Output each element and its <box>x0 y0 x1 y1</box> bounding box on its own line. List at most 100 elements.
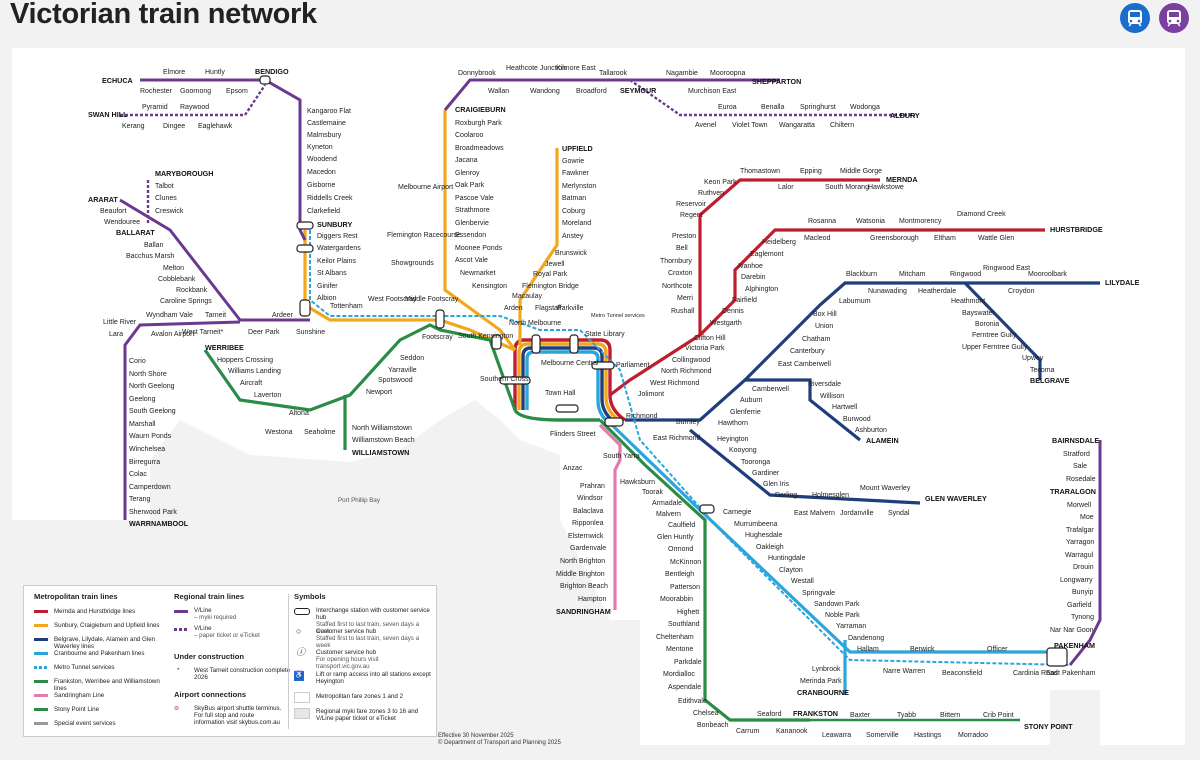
station-stratford: Stratford <box>1063 451 1090 458</box>
station-colac: Colac <box>129 471 147 478</box>
station-gowrie: Gowrie <box>562 158 584 165</box>
station-chelsea: Chelsea <box>693 710 719 717</box>
station-tooronga: Tooronga <box>741 459 770 466</box>
station-oakleigh: Oakleigh <box>756 544 784 551</box>
legend-metro-item: Cranbourne and Pakenham lines <box>54 650 145 657</box>
station-hawkstowe: Hawkstowe <box>868 184 904 191</box>
accessibility-icon: ♿ <box>294 671 304 681</box>
legend-vline: V/Line– myki required <box>194 607 237 621</box>
station-winchelsea: Winchelsea <box>129 446 165 453</box>
station-toorak: Toorak <box>642 489 664 496</box>
station-ascot-vale: Ascot Vale <box>455 257 488 264</box>
station-alamein: ALAMEIN <box>866 436 899 445</box>
station-pakenham: PAKENHAM <box>1054 641 1095 650</box>
station-ivanhoe: Ivanhoe <box>738 263 763 270</box>
legend: Metropolitan train lines Mernda and Hurs… <box>23 585 437 737</box>
station-broadford: Broadford <box>576 88 607 95</box>
station-rosedale: Rosedale <box>1066 476 1096 483</box>
station-little-river: Little River <box>103 319 137 326</box>
legend-regional-heading: Regional train lines <box>174 592 245 601</box>
station-burwood: Burwood <box>843 416 871 423</box>
station-mernda: MERNDA <box>886 175 918 184</box>
station-glen-waverley: GLEN WAVERLEY <box>925 494 987 503</box>
station-highett: Highett <box>677 609 699 616</box>
vline-gippsland <box>1068 440 1102 666</box>
station-clunes: Clunes <box>155 195 177 202</box>
station-wangaratta: Wangaratta <box>779 122 815 129</box>
station-kananook: Kananook <box>776 728 808 735</box>
station-malmsbury: Malmsbury <box>307 132 342 139</box>
station-parkdale: Parkdale <box>674 659 702 666</box>
station-essendon: Essendon <box>455 232 486 239</box>
station-macleod: Macleod <box>804 235 831 242</box>
station-moreland: Moreland <box>562 220 591 227</box>
station-traralgon: TRARALGON <box>1050 487 1096 496</box>
station-ardeer: Ardeer <box>272 312 294 319</box>
station-merinda-park: Merinda Park <box>800 678 842 685</box>
station-east-camberwell: East Camberwell <box>778 361 831 368</box>
zone-swatch <box>294 692 310 703</box>
station-northcote: Northcote <box>662 283 692 290</box>
station-corio: Corio <box>129 358 146 365</box>
station-carnegie: Carnegie <box>723 509 752 516</box>
station-upfield: UPFIELD <box>562 144 593 153</box>
legend-metro-item: Frankston, Werribee and Williamstown lin… <box>54 678 160 692</box>
station-nunawading: Nunawading <box>868 288 907 295</box>
vline-geelong <box>123 320 241 520</box>
upfield-line <box>518 148 559 345</box>
station-kerang: Kerang <box>122 123 145 130</box>
vline-swan-hill <box>120 84 266 117</box>
station-ripponlea: Ripponlea <box>572 520 604 527</box>
info-icon: ⓘ <box>296 647 306 657</box>
station-moorabbin: Moorabbin <box>660 596 693 603</box>
legend-metro-swatch <box>34 638 48 641</box>
station-middle-footscray: Middle Footscray <box>405 296 459 303</box>
station-thornbury: Thornbury <box>660 258 692 265</box>
legend-interchange: Interchange station with customer servic… <box>316 607 430 635</box>
station-footscray: Footscray <box>422 334 453 341</box>
station-west-tarneit: West Tarneit* <box>182 329 224 336</box>
station-sunbury: SUNBURY <box>317 220 352 229</box>
station-union: Union <box>815 323 833 330</box>
station-creswick: Creswick <box>155 208 184 215</box>
legend-symbols-heading: Symbols <box>294 592 326 601</box>
station-willison: Willison <box>820 393 844 400</box>
regional-zone-swatch <box>294 708 310 719</box>
vline-bendigo <box>140 78 307 241</box>
station-riddells-creek: Riddells Creek <box>307 195 353 202</box>
legend-metro-swatch <box>34 722 48 725</box>
station-ormond: Ormond <box>668 546 693 553</box>
station-showgrounds: Showgrounds <box>391 260 434 267</box>
station-berwick: Berwick <box>910 646 935 653</box>
station-town-hall: Town Hall <box>545 390 576 397</box>
station-cranbourne: CRANBOURNE <box>797 688 849 697</box>
station-heyington: Heyington <box>717 436 749 443</box>
station-murrumbeena: Murrumbeena <box>734 521 778 528</box>
station-regent: Regent <box>680 212 703 219</box>
station-yarraville: Yarraville <box>388 367 417 374</box>
legend-construction-heading: Under construction <box>174 652 245 661</box>
legend-metro-item: Belgrave, Lilydale, Alamein and Glen Wav… <box>54 636 156 650</box>
legend-metro-swatch <box>34 708 48 711</box>
station-donnybrook: Donnybrook <box>458 70 496 77</box>
legend-divider <box>288 594 289 729</box>
station-somerville: Somerville <box>866 732 899 739</box>
station-north-shore: North Shore <box>129 371 167 378</box>
legend-metro-item: Special event services <box>54 720 116 727</box>
station-heidelberg: Heidelberg <box>762 239 796 246</box>
station-hastings: Hastings <box>914 732 942 739</box>
station-camberwell: Camberwell <box>752 386 789 393</box>
station-south-yarra: South Yarra <box>603 453 640 460</box>
station-upper-ferntree-gully: Upper Ferntree Gully <box>962 344 1028 351</box>
station-ginifer: Ginifer <box>317 283 338 290</box>
legend-metro-swatch <box>34 694 48 697</box>
station-williamstown: WILLIAMSTOWN <box>352 448 409 457</box>
vline-seymour <box>443 78 780 111</box>
station-albury: ALBURY <box>890 111 920 120</box>
legend-regional-zone-text: Regional myki fare zones 3 to 16 and V/L… <box>316 708 419 722</box>
station-williams-landing: Williams Landing <box>228 368 281 375</box>
hub-icon: ○ <box>296 626 302 636</box>
vline-ballarat <box>119 198 310 322</box>
station-spotswood: Spotswood <box>378 377 413 384</box>
